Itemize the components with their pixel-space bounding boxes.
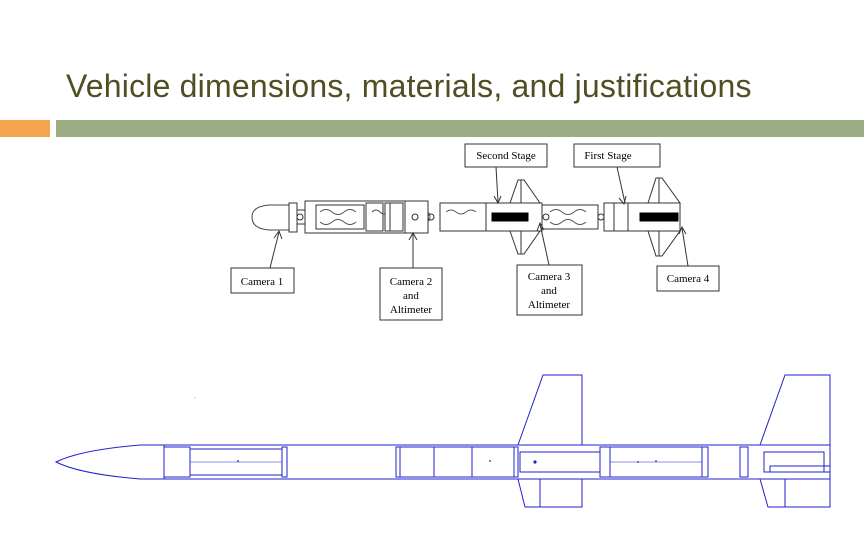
cad-motor-mount-first — [763, 451, 825, 473]
callout-camera-1-label: Camera 1 — [241, 276, 283, 288]
callout-camera-3-line-3: Altimeter — [528, 299, 570, 311]
cad-coupler-1 — [163, 446, 191, 478]
callout-camera-2-line-3: Altimeter — [390, 304, 432, 316]
schematic-fin-first-lower — [647, 230, 681, 257]
schematic-fin-first-upper — [647, 177, 681, 204]
callout-camera-4-label: Camera 4 — [667, 273, 710, 285]
schematic-body-tube-2 — [439, 202, 487, 232]
title-accent-bar-orange — [0, 120, 50, 137]
callout-camera-3-line-1: Camera 3 — [528, 271, 571, 283]
callout-second-stage: Second Stage — [464, 143, 548, 168]
callout-first-stage: First Stage — [573, 143, 661, 168]
callout-camera-4: Camera 4 — [656, 265, 720, 292]
callout-camera-2: Camera 2 and Altimeter — [379, 267, 443, 321]
cad-fin-first-lower — [759, 478, 831, 508]
cad-fin-first-upper — [759, 374, 831, 446]
slide-title: Vehicle dimensions, materials, and justi… — [66, 68, 752, 104]
callout-first-stage-label: First Stage — [584, 150, 631, 162]
cad-fin-second-upper — [517, 374, 583, 446]
schematic-fin-second-upper — [509, 179, 541, 204]
schematic-motor-second-stage — [491, 212, 529, 222]
callout-camera-2-line-1: Camera 2 — [390, 276, 432, 288]
cad-nose-cone — [54, 444, 164, 480]
cad-coupler-2 — [433, 446, 473, 478]
schematic-motor-first-stage — [639, 212, 679, 222]
callout-camera-1: Camera 1 — [230, 267, 295, 294]
cad-fin-second-lower — [517, 478, 583, 508]
callout-second-stage-label: Second Stage — [476, 150, 536, 162]
callout-camera-3-line-2: and — [541, 285, 557, 297]
cad-motor-mount-second — [519, 451, 601, 473]
schematic-nose-cone — [251, 204, 290, 231]
callout-camera-3: Camera 3 and Altimeter — [516, 264, 583, 316]
title-accent-bar-green — [56, 120, 864, 137]
schematic-fin-second-lower — [509, 230, 541, 255]
callout-camera-2-line-2: and — [403, 290, 419, 302]
